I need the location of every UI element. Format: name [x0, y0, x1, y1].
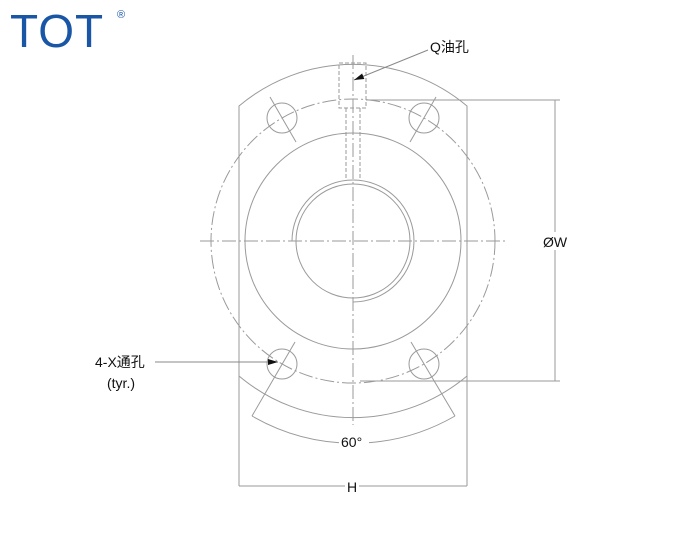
through-holes-label: 4-X通孔	[95, 354, 145, 370]
bolt-hole	[266, 348, 298, 380]
angle-label: 60°	[341, 434, 362, 450]
bolt-hole	[266, 102, 298, 134]
oil-hole-leader	[353, 49, 429, 81]
bore-outer-arc	[291, 179, 415, 303]
bolt-holes	[251, 96, 456, 417]
height-label: H	[347, 479, 357, 495]
bolt-hole	[408, 348, 440, 380]
bolt-hole	[408, 102, 440, 134]
registered-mark: ®	[117, 9, 126, 21]
diameter-w-label: ØW	[543, 234, 568, 250]
oil-hole-label: Q油孔	[430, 39, 469, 55]
typical-label: (tyr.)	[107, 375, 135, 391]
brand-logo: TOT	[10, 5, 105, 57]
